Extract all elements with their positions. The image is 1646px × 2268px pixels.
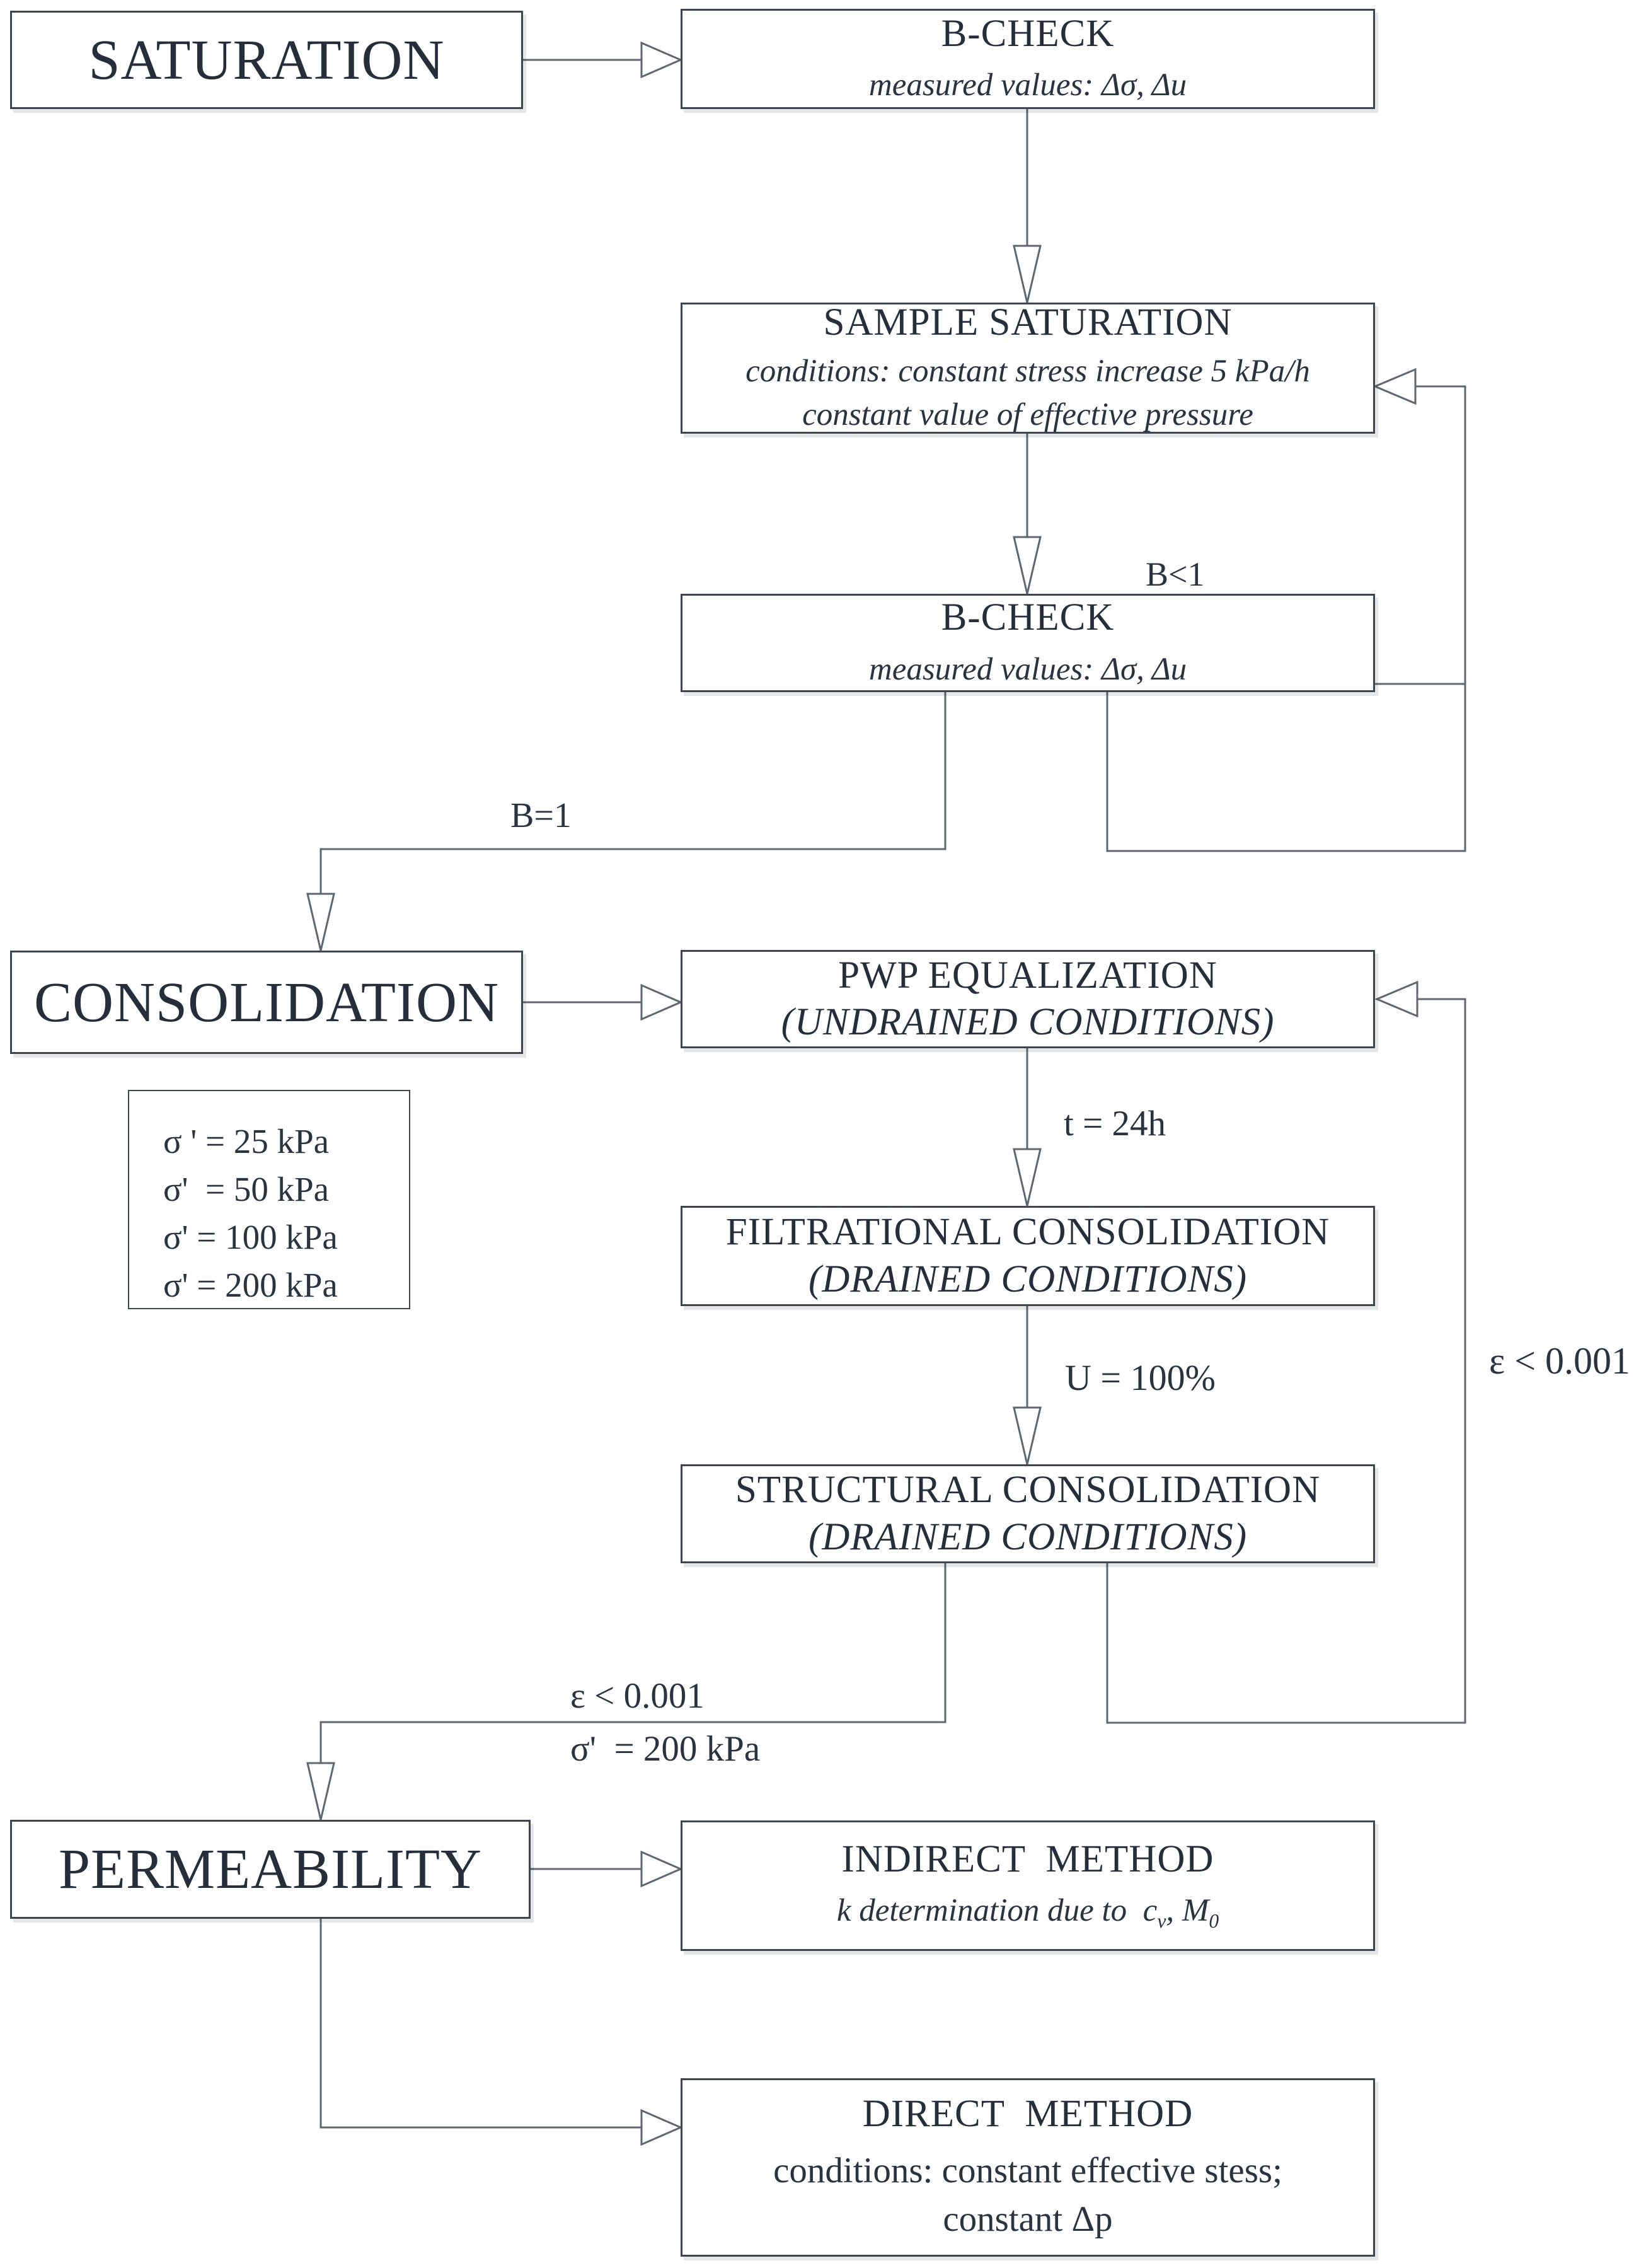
- arrowhead-down-icon: [306, 893, 335, 951]
- arrowhead-right-icon: [640, 1850, 683, 1888]
- sigma-value-100: σ' = 100 kPa: [163, 1218, 338, 1256]
- saturation-label: SATURATION: [88, 28, 445, 91]
- cv-subscript: v: [1157, 1910, 1166, 1933]
- edge-saturation-to-bcheck1: [523, 41, 683, 79]
- consolidation-label: CONSOLIDATION: [34, 971, 499, 1034]
- edge-epsilon-feedback-to-pwp: [1106, 980, 1466, 1724]
- edge-sample-saturation-to-bcheck2: [1013, 434, 1042, 594]
- arrowhead-down-icon: [306, 1762, 335, 1820]
- b-check-1-box: B-CHECK measured values: Δσ, Δu: [681, 9, 1375, 109]
- direct-method-title: DIRECT METHOD: [862, 2093, 1194, 2136]
- arrowhead-down-icon: [1013, 1148, 1042, 1206]
- b-check-2-title: B-CHECK: [941, 596, 1115, 639]
- pwp-equalization-title: PWP EQUALIZATION: [838, 954, 1217, 997]
- edge-line: [319, 692, 947, 894]
- structural-consolidation-subtitle: (DRAINED CONDITIONS): [808, 1515, 1248, 1558]
- arrowhead-left-icon: [1373, 367, 1417, 405]
- sample-saturation-box: SAMPLE SATURATION conditions: constant s…: [681, 301, 1375, 434]
- m0-subscript: 0: [1209, 1910, 1219, 1933]
- edge-pwp-to-filtrational: [1013, 1048, 1042, 1206]
- b-check-1-subtitle: measured values: Δσ, Δu: [868, 67, 1187, 103]
- permeability-box: PERMEABILITY: [10, 1820, 531, 1919]
- edge-line: [319, 1563, 947, 1763]
- sample-saturation-line1: conditions: constant stress increase 5 k…: [745, 354, 1310, 390]
- direct-method-box: DIRECT METHOD conditions: constant effec…: [681, 2078, 1375, 2257]
- filtrational-consolidation-subtitle: (DRAINED CONDITIONS): [808, 1258, 1248, 1300]
- sigma-value-25: σ ' = 25 kPa: [163, 1122, 330, 1160]
- saturation-box: SATURATION: [10, 11, 523, 109]
- consolidation-box: CONSOLIDATION: [10, 951, 523, 1054]
- b-check-2-box: B-CHECK measured values: Δσ, Δu: [681, 594, 1375, 692]
- edge-b-equals-1-to-consolidation: [306, 692, 947, 951]
- sigma-value-200: σ' = 200 kPa: [163, 1266, 338, 1304]
- arrowhead-down-icon: [1013, 536, 1042, 594]
- pwp-equalization-subtitle: (UNDRAINED CONDITIONS): [781, 1001, 1275, 1043]
- epsilon-exit-label: ε < 0.001: [570, 1676, 705, 1716]
- structural-consolidation-title: STRUCTURAL CONSOLIDATION: [735, 1469, 1321, 1512]
- filtrational-consolidation-box: FILTRATIONAL CONSOLIDATION (DRAINED COND…: [681, 1206, 1375, 1306]
- edge-structural-to-permeability: [306, 1563, 947, 1820]
- edge-permeability-to-direct: [319, 1919, 683, 2146]
- direct-method-line1: conditions: constant effective stess;: [773, 2150, 1282, 2190]
- arrowhead-right-icon: [640, 983, 683, 1021]
- b-less-than-1-label: B<1: [1146, 555, 1205, 593]
- pwp-equalization-box: PWP EQUALIZATION (UNDRAINED CONDITIONS): [681, 950, 1375, 1048]
- b-check-1-title: B-CHECK: [941, 12, 1115, 55]
- epsilon-feedback-label: ε < 0.001: [1489, 1340, 1631, 1382]
- u-100-percent-label: U = 100%: [1065, 1357, 1216, 1398]
- edge-line: [319, 1919, 642, 2129]
- structural-consolidation-box: STRUCTURAL CONSOLIDATION (DRAINED CONDIT…: [681, 1464, 1375, 1563]
- sample-saturation-title: SAMPLE SATURATION: [823, 301, 1233, 344]
- permeability-label: PERMEABILITY: [59, 1838, 482, 1901]
- k-determination-mid: , M: [1166, 1893, 1209, 1929]
- sample-saturation-line2: constant value of effective pressure: [802, 397, 1253, 433]
- t-24h-label: t = 24h: [1064, 1104, 1166, 1143]
- b-check-2-subtitle: measured values: Δσ, Δu: [868, 651, 1187, 687]
- direct-method-line2: constant Δp: [943, 2199, 1113, 2239]
- indirect-method-k-line: k determination due to cv, M0: [837, 1889, 1219, 1935]
- indirect-method-box: INDIRECT METHOD k determination due to c…: [681, 1820, 1375, 1951]
- arrowhead-right-icon: [640, 41, 683, 79]
- sigma-value-50: σ' = 50 kPa: [163, 1170, 330, 1208]
- edge-bcheck1-to-sample-saturation: [1013, 109, 1042, 303]
- b-equals-1-label: B=1: [510, 796, 572, 835]
- edge-line: [1106, 385, 1466, 852]
- arrowhead-down-icon: [1013, 245, 1042, 303]
- indirect-method-title: INDIRECT METHOD: [841, 1837, 1214, 1880]
- effective-stress-list-box: σ ' = 25 kPa σ' = 50 kPa σ' = 100 kPa σ'…: [128, 1090, 410, 1309]
- edge-b-less-1-feedback-to-sample-saturation: [1106, 367, 1466, 852]
- arrowhead-left-icon: [1374, 980, 1419, 1018]
- sigma-200-exit-label: σ' = 200 kPa: [570, 1729, 761, 1769]
- filtrational-consolidation-title: FILTRATIONAL CONSOLIDATION: [725, 1211, 1330, 1254]
- edge-filtrational-to-structural: [1013, 1306, 1042, 1465]
- arrowhead-right-icon: [640, 2109, 683, 2146]
- edge-consolidation-to-pwp: [523, 983, 683, 1021]
- edge-line: [1106, 998, 1466, 1724]
- arrowhead-down-icon: [1013, 1406, 1042, 1465]
- k-determination-text: k determination due to c: [836, 1893, 1158, 1929]
- edge-permeability-to-indirect: [531, 1850, 683, 1888]
